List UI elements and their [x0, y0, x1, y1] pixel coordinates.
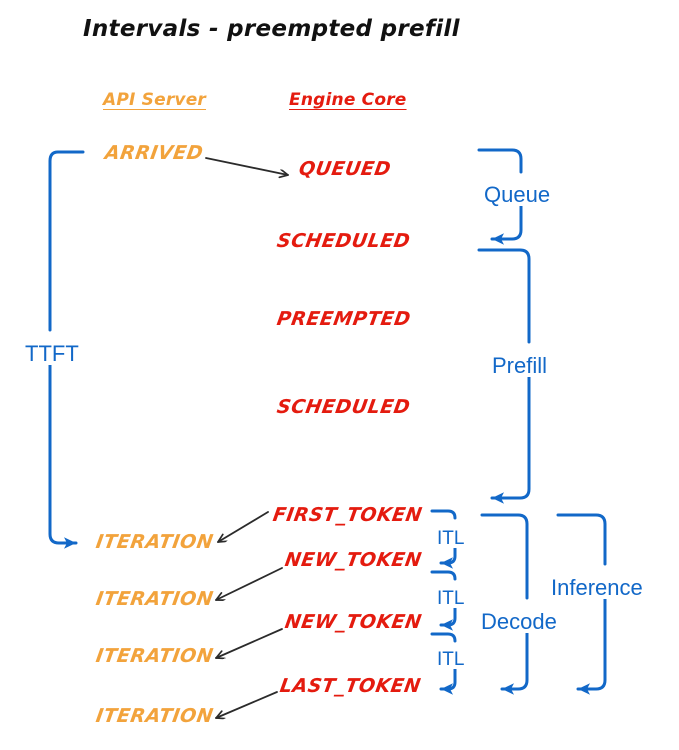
arrow-last-token-to-iteration: [215, 691, 278, 718]
state-first-token: FIRST_TOKEN: [271, 504, 424, 526]
state-iteration-2: ITERATION: [94, 588, 215, 610]
diagram-title: Intervals - preempted prefill: [83, 16, 460, 42]
arrow-new-token-to-iteration-1: [215, 567, 283, 600]
bracket-inference: [556, 513, 607, 695]
arrow-first-token-to-iteration: [217, 511, 269, 543]
bracket-decode: [480, 513, 529, 695]
interval-label-itl-1: ITL: [434, 529, 468, 548]
interval-label-ttft: TTFT: [22, 343, 82, 365]
arrow-arrived-to-queued: [205, 157, 289, 175]
state-iteration-3: ITERATION: [94, 645, 215, 667]
column-header-engine-core: Engine Core: [289, 90, 407, 110]
state-iteration-1: ITERATION: [94, 531, 215, 553]
interval-label-decode: Decode: [478, 611, 560, 633]
state-scheduled-2: SCHEDULED: [275, 396, 412, 418]
state-preempted: PREEMPTED: [275, 308, 413, 330]
state-queued: QUEUED: [297, 158, 393, 180]
state-scheduled-1: SCHEDULED: [275, 230, 412, 252]
interval-label-queue: Queue: [481, 184, 554, 206]
interval-label-itl-2: ITL: [434, 589, 468, 608]
state-arrived: ARRIVED: [103, 142, 205, 164]
interval-label-inference: Inference: [548, 577, 646, 599]
column-header-api-server: API Server: [103, 90, 207, 110]
arrow-new-token-to-iteration-2: [215, 628, 283, 658]
state-last-token: LAST_TOKEN: [278, 675, 423, 697]
state-new-token-1: NEW_TOKEN: [283, 549, 424, 571]
interval-label-prefill: Prefill: [489, 355, 551, 377]
state-new-token-2: NEW_TOKEN: [283, 611, 424, 633]
interval-label-itl-3: ITL: [434, 650, 468, 669]
state-iteration-4: ITERATION: [94, 705, 215, 727]
